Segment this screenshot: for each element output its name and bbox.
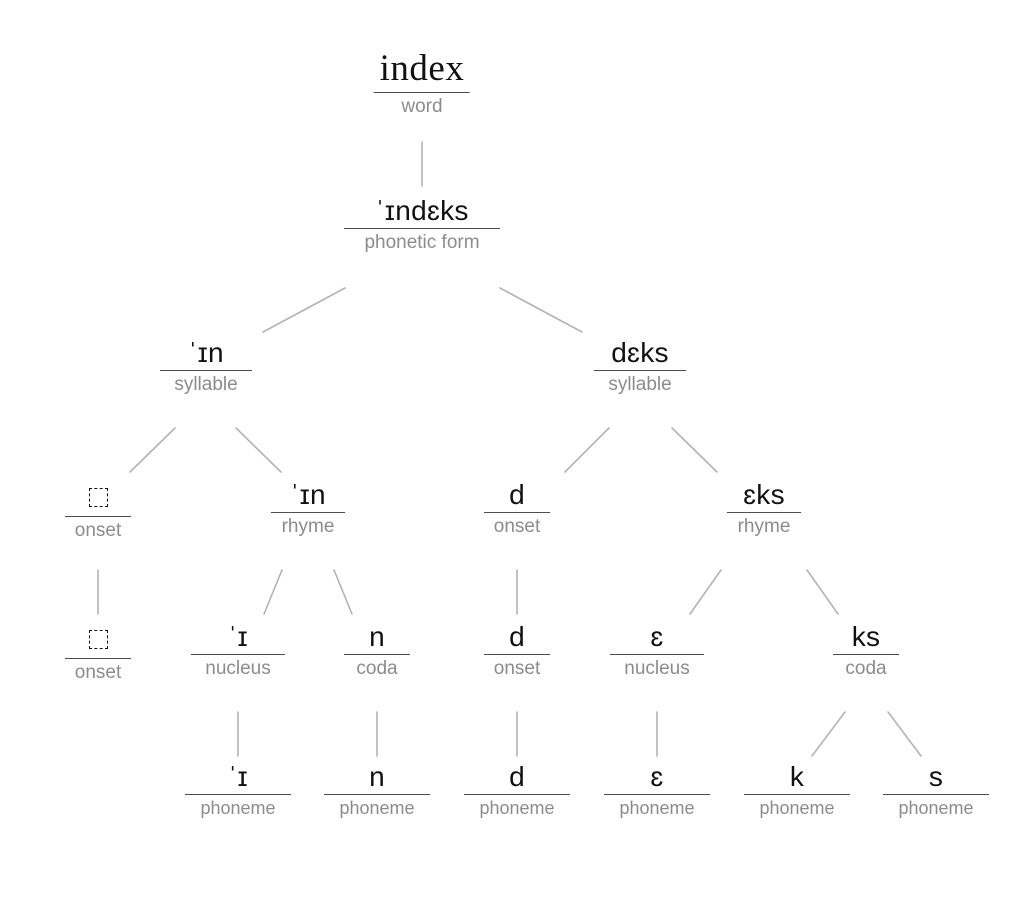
node-onset-2b-value: d <box>509 621 525 652</box>
node-onset-2b-rule <box>484 654 550 656</box>
node-word-label: word <box>401 95 443 117</box>
node-phoneme-6-rule <box>883 794 989 796</box>
node-nucleus-2[interactable]: ɛ nucleus <box>610 622 704 681</box>
edge-syll2-to-rhyme2 <box>671 427 718 473</box>
node-onset-1b-value <box>65 622 131 655</box>
edge-rhyme2-to-nucleus2 <box>689 569 722 615</box>
node-coda-2-value: ks <box>851 621 881 652</box>
node-coda-2-label: coda <box>845 658 887 680</box>
edge-coda2-to-ph5 <box>811 711 846 757</box>
node-word[interactable]: index word <box>370 48 475 119</box>
node-onset-2b[interactable]: d onset <box>484 622 550 681</box>
node-rhyme-1[interactable]: ˈɪn rhyme <box>271 480 345 539</box>
node-phoneme-1-label: phoneme <box>200 798 276 819</box>
node-phoneme-4-label: phoneme <box>619 798 695 819</box>
node-phoneme-2-label: phoneme <box>339 798 415 819</box>
node-phoneme-4-rule <box>604 794 710 796</box>
node-phoneme-4[interactable]: ɛ phoneme <box>604 762 710 820</box>
empty-set-icon <box>88 487 108 507</box>
node-syllable-1[interactable]: ˈɪn syllable <box>160 338 252 397</box>
node-coda-1-label: coda <box>356 658 398 680</box>
node-onset-1-value <box>65 480 131 513</box>
node-rhyme-2-rule <box>727 512 801 514</box>
node-phoneme-5-value: k <box>789 761 805 792</box>
node-phoneme-2[interactable]: n phoneme <box>324 762 430 820</box>
node-nucleus-1[interactable]: ˈɪ nucleus <box>191 622 285 681</box>
node-onset-1-rule <box>65 515 131 517</box>
edge-rhyme2-to-coda2 <box>806 569 839 615</box>
node-rhyme-1-value: ˈɪn <box>290 479 326 510</box>
node-word-rule <box>373 91 470 93</box>
edge-pf-to-syll2 <box>499 287 583 333</box>
node-rhyme-1-rule <box>271 512 345 514</box>
node-phoneme-5-rule <box>744 794 850 796</box>
node-phonetic-form[interactable]: ˈɪndɛks phonetic form <box>344 196 500 255</box>
node-onset-2-label: onset <box>493 516 541 538</box>
node-syllable-1-label: syllable <box>174 374 238 396</box>
node-phoneme-6-label: phoneme <box>898 798 974 819</box>
node-nucleus-1-label: nucleus <box>205 658 271 680</box>
node-nucleus-2-label: nucleus <box>624 658 690 680</box>
node-syllable-2[interactable]: dɛks syllable <box>594 338 686 397</box>
node-syllable-2-value: dɛks <box>611 337 669 368</box>
empty-set-icon <box>88 629 108 649</box>
node-phoneme-3-value: d <box>509 761 525 792</box>
node-syllable-1-rule <box>160 370 252 372</box>
node-coda-2-rule <box>833 654 899 656</box>
node-onset-1b-label: onset <box>74 661 122 683</box>
edge-rhyme1-to-nucleus1 <box>263 569 283 615</box>
node-phoneme-6[interactable]: s phoneme <box>883 762 989 820</box>
node-nucleus-2-rule <box>610 654 704 656</box>
node-onset-2-rule <box>484 512 550 514</box>
edge-rhyme1-to-coda1 <box>333 569 353 615</box>
node-rhyme-2-value: ɛks <box>743 479 785 510</box>
edge-pf-to-syll1 <box>262 287 346 333</box>
edge-syll1-to-onset1 <box>129 427 176 473</box>
node-syllable-1-value: ˈɪn <box>188 337 224 368</box>
node-onset-2[interactable]: d onset <box>484 480 550 539</box>
node-nucleus-1-rule <box>191 654 285 656</box>
edge-syll1-to-rhyme1 <box>235 427 282 473</box>
node-phoneme-3-label: phoneme <box>479 798 555 819</box>
node-onset-2-value: d <box>509 479 525 510</box>
node-word-value: index <box>379 48 465 89</box>
node-phoneme-4-value: ɛ <box>650 761 664 792</box>
node-onset-1b-rule <box>65 657 131 659</box>
node-rhyme-1-label: rhyme <box>281 516 335 538</box>
node-nucleus-1-value: ˈɪ <box>228 621 248 652</box>
node-rhyme-2[interactable]: ɛks rhyme <box>727 480 801 539</box>
node-phoneme-2-rule <box>324 794 430 796</box>
node-phonetic-form-rule <box>344 228 500 230</box>
node-phoneme-5-label: phoneme <box>759 798 835 819</box>
node-phoneme-6-value: s <box>928 761 944 792</box>
node-coda-2[interactable]: ks coda <box>833 622 899 681</box>
node-phoneme-2-value: n <box>369 761 385 792</box>
node-syllable-2-rule <box>594 370 686 372</box>
node-phoneme-1-value: ˈɪ <box>228 761 248 792</box>
node-phoneme-3-rule <box>464 794 570 796</box>
node-coda-1[interactable]: n coda <box>344 622 410 681</box>
node-phoneme-1-rule <box>185 794 291 796</box>
node-rhyme-2-label: rhyme <box>737 516 791 538</box>
edge-syll2-to-onset2 <box>564 427 610 473</box>
node-nucleus-2-value: ɛ <box>650 621 664 652</box>
node-coda-1-value: n <box>369 621 385 652</box>
node-onset-2b-label: onset <box>493 658 541 680</box>
node-onset-1-label: onset <box>74 519 122 541</box>
node-phoneme-5[interactable]: k phoneme <box>744 762 850 820</box>
node-phoneme-1[interactable]: ˈɪ phoneme <box>185 762 291 820</box>
edge-coda2-to-ph6 <box>887 711 922 757</box>
node-phonetic-form-value: ˈɪndɛks <box>375 195 469 226</box>
node-syllable-2-label: syllable <box>608 374 672 396</box>
node-coda-1-rule <box>344 654 410 656</box>
node-onset-1b[interactable]: onset <box>65 622 131 684</box>
node-onset-1[interactable]: onset <box>65 480 131 542</box>
node-phoneme-3[interactable]: d phoneme <box>464 762 570 820</box>
node-phonetic-form-label: phonetic form <box>364 232 480 254</box>
